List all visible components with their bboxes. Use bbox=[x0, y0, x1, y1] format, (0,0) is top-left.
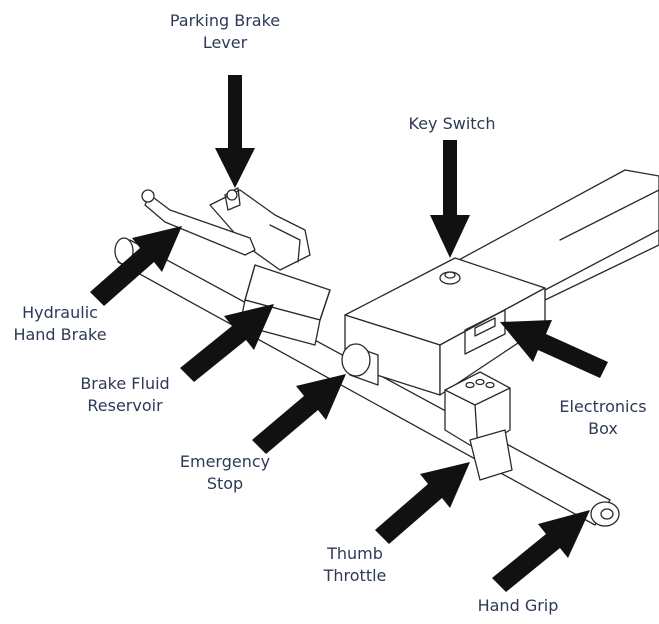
hand-brake-lever-shape bbox=[141, 189, 256, 256]
label-emergency-stop: Emergency Stop bbox=[165, 451, 285, 495]
label-hydraulic-hand-brake: Hydraulic Hand Brake bbox=[0, 302, 120, 346]
label-line: Emergency bbox=[179, 452, 271, 471]
label-line: Thumb bbox=[327, 544, 383, 563]
label-line: Box bbox=[588, 419, 618, 438]
label-line: Hand Grip bbox=[477, 596, 559, 615]
label-electronics-box: Electronics Box bbox=[548, 396, 658, 440]
label-line: Throttle bbox=[323, 566, 387, 585]
arrow-parking-brake bbox=[215, 75, 255, 188]
label-line: Reservoir bbox=[87, 396, 163, 415]
electronics-box-shape bbox=[344, 257, 546, 396]
arrow-thumb-throttle bbox=[375, 462, 470, 544]
label-hand-grip: Hand Grip bbox=[458, 595, 578, 617]
arrow-hand-grip bbox=[492, 510, 590, 592]
label-key-switch: Key Switch bbox=[392, 113, 512, 135]
arrow-emergency-stop bbox=[252, 374, 346, 454]
emergency-stop-shape bbox=[341, 343, 379, 386]
label-thumb-throttle: Thumb Throttle bbox=[300, 543, 410, 587]
label-line: Brake Fluid bbox=[80, 374, 170, 393]
arrow-hand-brake bbox=[90, 226, 182, 306]
arrow-reservoir bbox=[180, 304, 274, 382]
thumb-throttle-shape bbox=[444, 371, 513, 481]
label-line: Hand Brake bbox=[13, 325, 107, 344]
arrow-key-switch bbox=[430, 140, 470, 258]
label-line: Parking Brake bbox=[169, 11, 281, 30]
label-parking-brake-lever: Parking Brake Lever bbox=[150, 10, 300, 54]
label-brake-fluid-reservoir: Brake Fluid Reservoir bbox=[65, 373, 185, 417]
label-line: Electronics bbox=[559, 397, 647, 416]
label-line: Stop bbox=[206, 474, 244, 493]
arrow-electronics-box bbox=[500, 320, 608, 378]
label-line: Key Switch bbox=[408, 114, 496, 133]
label-line: Hydraulic bbox=[22, 303, 98, 322]
label-line: Lever bbox=[202, 33, 248, 52]
